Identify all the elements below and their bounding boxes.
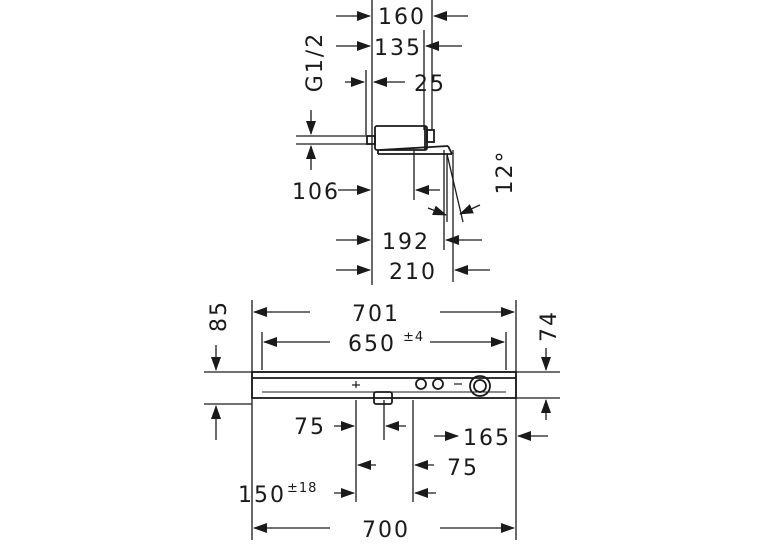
dim-160-label: 160 xyxy=(378,5,426,30)
dim-135-label: 135 xyxy=(374,36,422,61)
dim-650-label: 650 xyxy=(348,332,396,357)
front-view-labels: 701 650 ±4 85 74 75 165 75 150 ±18 700 xyxy=(207,300,562,543)
dim-210-label: 210 xyxy=(389,260,437,285)
side-view-labels: 160 135 25 G1/2 106 12° 192 210 xyxy=(292,5,518,285)
dim-701-label: 701 xyxy=(352,302,400,327)
dim-angle-label: 12° xyxy=(493,150,518,195)
dim-150-label: 150 xyxy=(238,483,286,508)
dim-25-label: 25 xyxy=(414,72,446,97)
side-view-body xyxy=(366,125,453,155)
dim-g12-label: G1/2 xyxy=(303,32,328,92)
dim-75a-label: 75 xyxy=(294,415,326,440)
angle-dim-a xyxy=(427,205,447,216)
dim-192-label: 192 xyxy=(382,230,430,255)
dim-106-label: 106 xyxy=(292,180,340,205)
dim-150-tolerance: ±18 xyxy=(287,481,317,496)
front-view-body xyxy=(251,371,517,405)
dim-165-label: 165 xyxy=(463,426,511,451)
dim-700-label: 700 xyxy=(362,518,410,543)
dim-75b-label: 75 xyxy=(447,456,479,481)
dim-650-tolerance: ±4 xyxy=(403,330,424,345)
dim-74-label: 74 xyxy=(537,310,562,342)
side-view xyxy=(296,0,490,285)
dim-85-label: 85 xyxy=(207,300,232,332)
angle-line-tilted xyxy=(446,153,464,223)
angle-dim-b xyxy=(459,204,481,215)
front-view xyxy=(204,300,560,540)
